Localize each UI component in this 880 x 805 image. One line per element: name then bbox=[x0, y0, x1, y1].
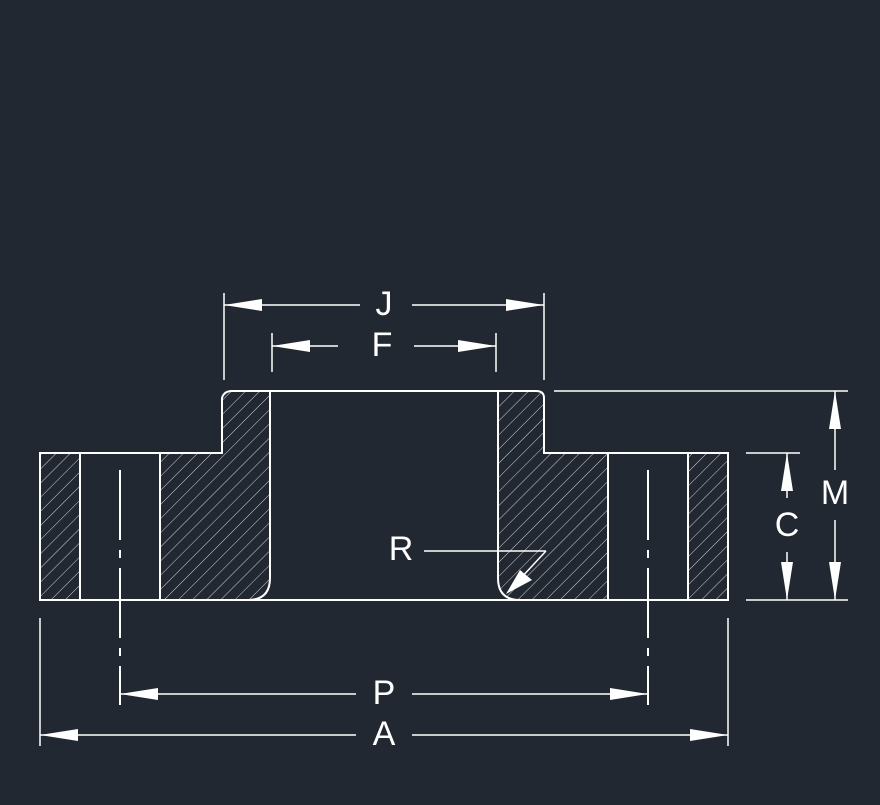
dimension-j: J bbox=[223, 285, 545, 380]
dimension-label-j: J bbox=[376, 285, 393, 323]
dimension-f: F bbox=[271, 326, 497, 372]
dimension-r: R bbox=[389, 530, 547, 594]
dimension-label-p: P bbox=[373, 674, 396, 712]
dimension-label-f: F bbox=[372, 326, 393, 364]
flange-outline bbox=[39, 390, 729, 601]
dimension-label-a: A bbox=[373, 715, 396, 753]
section-hatching bbox=[40, 391, 728, 600]
bolt-centerlines bbox=[119, 470, 649, 705]
left-hub-hatch bbox=[160, 391, 270, 600]
dimension-label-m: M bbox=[821, 474, 849, 512]
dimension-c-m: C M bbox=[554, 390, 849, 601]
right-outer-hatch bbox=[688, 453, 728, 600]
left-outer-hatch bbox=[40, 453, 80, 600]
dimension-label-c: C bbox=[775, 506, 800, 544]
right-hub-hatch bbox=[498, 391, 608, 600]
dimension-p-a: P A bbox=[39, 618, 729, 753]
dimension-label-r: R bbox=[389, 530, 414, 568]
